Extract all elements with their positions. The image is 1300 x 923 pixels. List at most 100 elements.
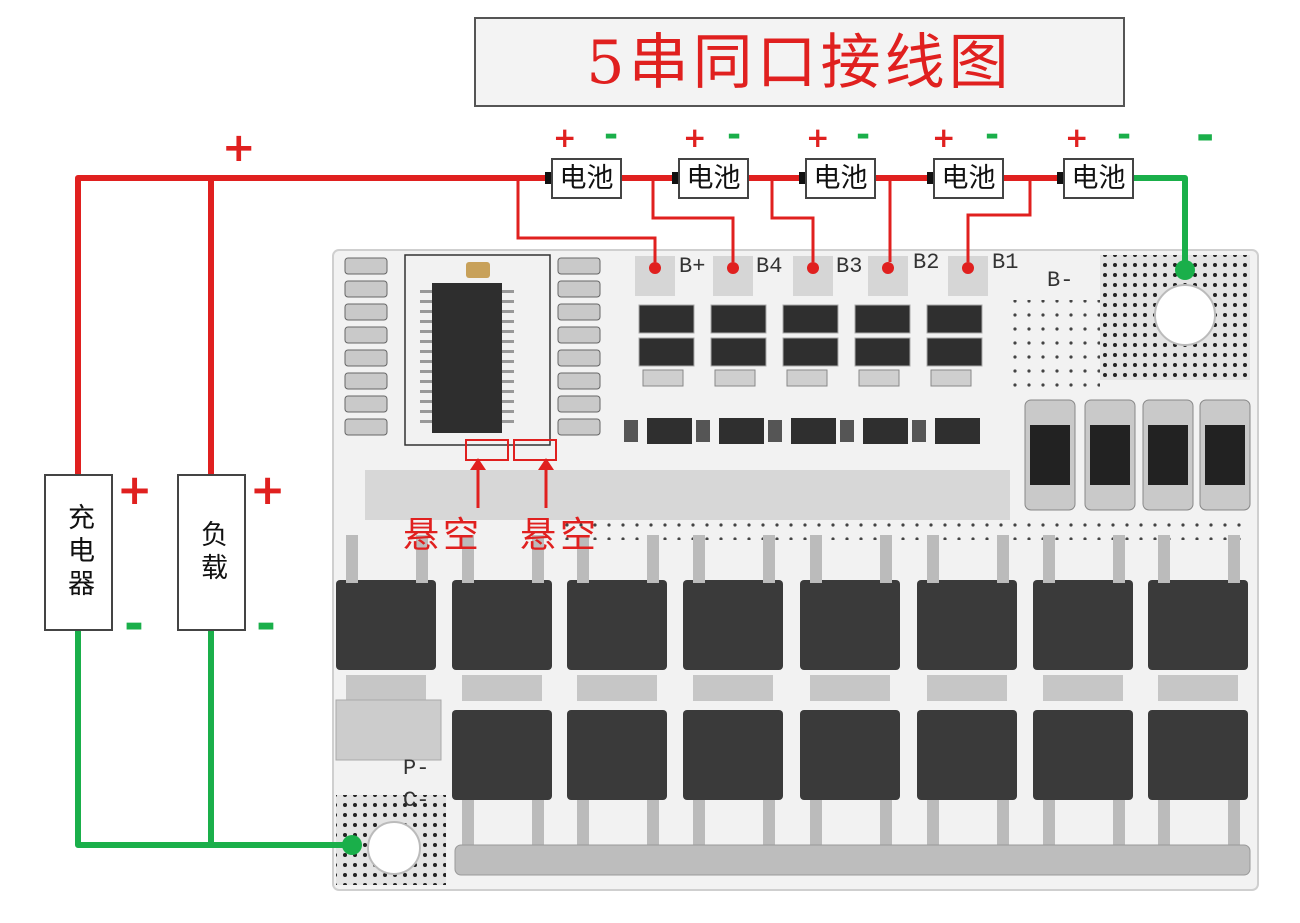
- battery-4-plus: +: [932, 121, 956, 154]
- ic-pins: [344, 257, 601, 436]
- ic-pin-right: [502, 380, 514, 383]
- pad-label-c-minus: C-: [403, 788, 430, 813]
- ic-pin-left: [420, 300, 432, 303]
- pad-label-p-minus: P-: [403, 756, 430, 781]
- bus-plus: +: [222, 125, 256, 171]
- smd-resistor-151: [926, 337, 983, 367]
- ic-pin-left: [420, 290, 432, 293]
- smd-resistor-left: [344, 257, 388, 275]
- mosfet-leg: [927, 800, 939, 845]
- mosfet-leg: [462, 800, 474, 845]
- balance-lead-b3: [770, 178, 815, 262]
- smd-part: [858, 369, 900, 387]
- via-field-2: [1010, 300, 1100, 390]
- ic-pin-right: [502, 320, 514, 323]
- balance-pad-dot: [649, 262, 661, 274]
- smd-resistor-left: [344, 303, 388, 321]
- mosfet-tab: [1158, 675, 1238, 701]
- smd-resistor-right: [557, 418, 601, 436]
- b-minus-junction: [1175, 260, 1195, 280]
- mosfet-leg: [416, 535, 428, 583]
- balance-pad-dot: [962, 262, 974, 274]
- shunt-resistor-label: [1205, 425, 1245, 485]
- smd-resistor-left: [344, 326, 388, 344]
- mosfet-leg: [1113, 800, 1125, 845]
- ic-pin-left: [420, 310, 432, 313]
- smd-small: [912, 420, 926, 442]
- battery-terminal: [672, 172, 680, 184]
- smd-resistor-left: [344, 395, 388, 413]
- battery-1: 电池: [551, 158, 622, 199]
- smd-resistor-151: [854, 337, 911, 367]
- pad-label-b2: B2: [913, 250, 940, 275]
- mosfet-tab: [462, 675, 542, 701]
- mosfet-leg: [1158, 535, 1170, 583]
- mosfet-leg: [810, 535, 822, 583]
- battery-2-plus: +: [683, 121, 707, 154]
- float-pad-box-2: [513, 439, 557, 461]
- sot-transistor: [719, 418, 764, 444]
- mosfet-top: [917, 580, 1017, 670]
- ic-pin-right: [502, 400, 514, 403]
- mosfet-tab: [927, 675, 1007, 701]
- float-label-2: 悬空: [520, 515, 601, 556]
- mosfet-tab: [577, 675, 657, 701]
- ic-pin-left: [420, 370, 432, 373]
- balance-pad-dot: [727, 262, 739, 274]
- balance-lead-b-plus: [516, 178, 657, 262]
- smd-resistor-151: [710, 304, 767, 334]
- mosfet-leg: [577, 535, 589, 583]
- ic-pin-left: [420, 380, 432, 383]
- charger-box: 充电器: [44, 474, 113, 631]
- mosfet-leg: [1228, 535, 1240, 583]
- smd-resistor-151: [638, 337, 695, 367]
- ic-pin-right: [502, 290, 514, 293]
- ic-pin-right: [502, 330, 514, 333]
- mosfet-top: [567, 580, 667, 670]
- float-arrowhead-1: [470, 458, 486, 470]
- ic-pin-right: [502, 300, 514, 303]
- pad-label-b-plus: B+: [679, 254, 706, 279]
- float-label-1: 悬空: [403, 515, 484, 556]
- mosfet-leg: [1228, 800, 1240, 845]
- battery-3: 电池: [805, 158, 876, 199]
- ic-pin-right: [502, 370, 514, 373]
- battery-1-plus: +: [553, 121, 577, 154]
- mosfet-leg: [997, 800, 1009, 845]
- smd-resistor-151: [926, 304, 983, 334]
- shunt-resistor-label: [1148, 425, 1188, 485]
- smd-resistor-right: [557, 372, 601, 390]
- battery-terminal: [545, 172, 553, 184]
- smd-resistor-left: [344, 349, 388, 367]
- negative-charger: [75, 630, 352, 848]
- sot-transistor: [647, 418, 692, 444]
- mosfet-leg: [927, 535, 939, 583]
- pad-label-b3: B3: [836, 254, 863, 279]
- ic-pin-left: [420, 320, 432, 323]
- smd-part: [930, 369, 972, 387]
- controller-ic: [432, 283, 502, 433]
- smd-small: [768, 420, 782, 442]
- b-minus-mount-hole: [1154, 284, 1216, 346]
- smd-part: [786, 369, 828, 387]
- mosfet-tab: [693, 675, 773, 701]
- mosfet-leg: [693, 800, 705, 845]
- smd-resistor-left: [344, 418, 388, 436]
- shunt-resistor-label: [1090, 425, 1130, 485]
- via-field: [560, 520, 1250, 540]
- ic-pin-left: [420, 410, 432, 413]
- balance-lead-b4: [651, 178, 735, 262]
- ic-pin-right: [502, 340, 514, 343]
- mosfet-top: [1033, 580, 1133, 670]
- ic-pin-left: [420, 330, 432, 333]
- smd-capacitor: [466, 262, 490, 278]
- mosfet-leg: [1043, 800, 1055, 845]
- mosfet-bottom: [1033, 710, 1133, 800]
- smd-resistor-151: [782, 304, 839, 334]
- mosfet-bottom: [452, 710, 552, 800]
- title-box: 5串同口接线图: [474, 17, 1125, 107]
- battery-terminal: [927, 172, 935, 184]
- mosfet-leg: [810, 800, 822, 845]
